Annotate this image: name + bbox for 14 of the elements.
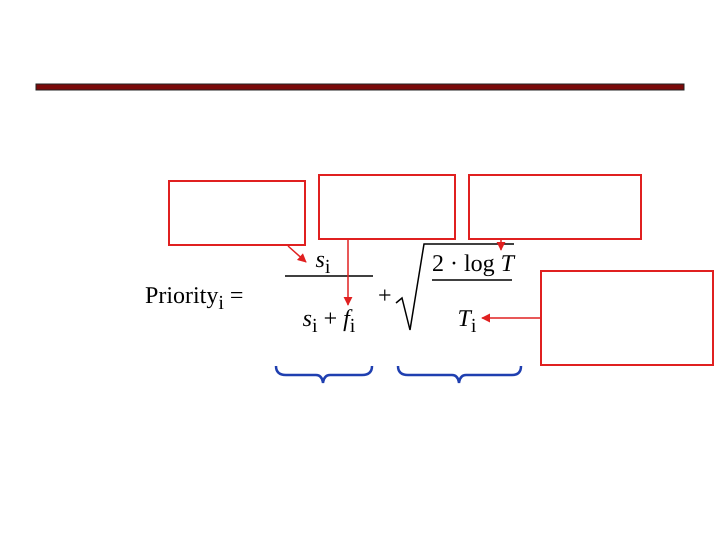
empty-callout-box — [540, 270, 714, 366]
leader-line — [496, 240, 506, 251]
formula-term: s$_{i}$ + f$_{i}$ — [285, 305, 373, 333]
formula-term: 2 · log T — [432, 250, 514, 278]
formula-term: Priority$_{i}$ = — [145, 282, 244, 316]
plus-sign: + — [378, 282, 392, 310]
formula-term: T$_{i}$ — [452, 305, 482, 333]
leader-line — [344, 240, 352, 306]
leader-line — [481, 314, 540, 322]
empty-callout-box — [468, 174, 642, 240]
formula-term: s$_{i}$ — [306, 246, 340, 274]
empty-callout-box — [318, 174, 456, 240]
empty-callout-box — [168, 180, 306, 246]
leader-line — [288, 245, 307, 263]
